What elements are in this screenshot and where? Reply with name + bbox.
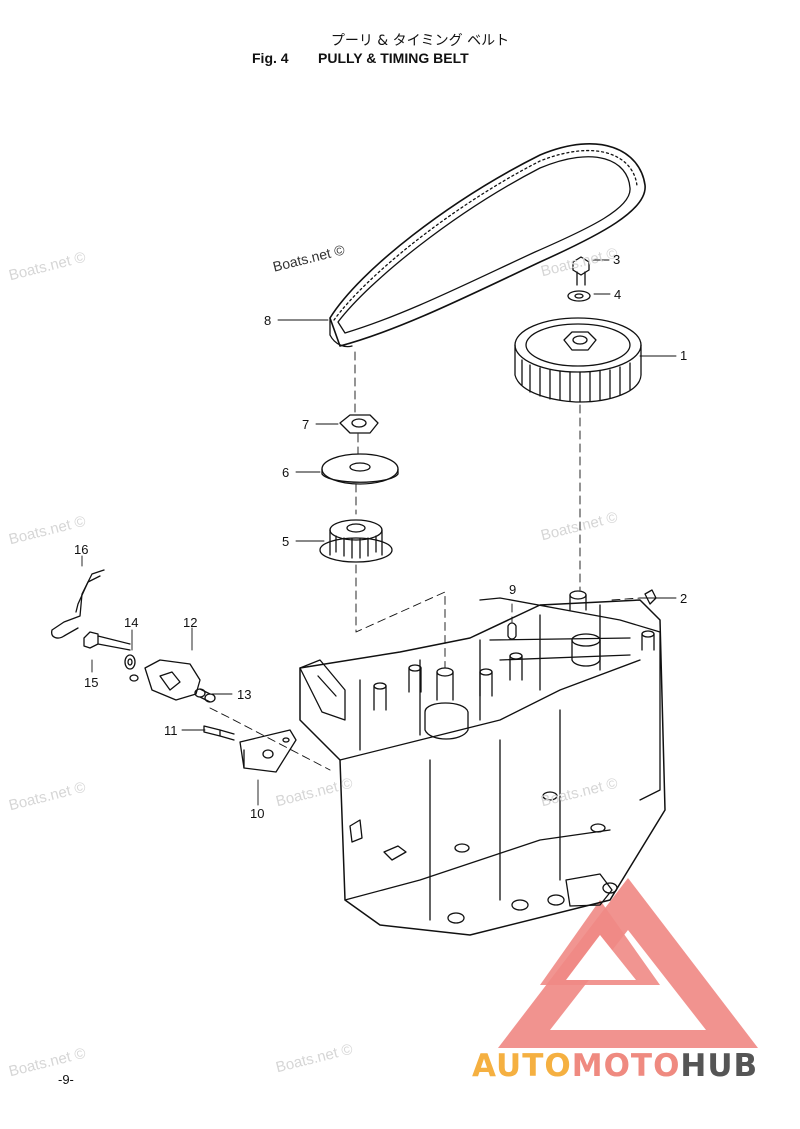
figure-title-text: PULLY & TIMING BELT (318, 50, 469, 66)
callout-13: 13 (237, 687, 252, 702)
bolt-15 (83, 631, 131, 651)
washer-14 (124, 654, 136, 670)
figure-title: Fig. 4 PULLY & TIMING BELT (252, 50, 469, 66)
key-2 (644, 589, 657, 605)
sensor-12 (129, 659, 201, 701)
screw-11 (203, 725, 235, 741)
crank-pulley (319, 519, 393, 563)
figure-number: Fig. 4 (252, 50, 289, 66)
page-number: -9- (58, 1072, 74, 1087)
callout-1: 1 (680, 348, 688, 363)
engine-block (299, 590, 666, 936)
cam-pulley (514, 317, 642, 403)
brand-logo-icon (498, 878, 758, 1048)
bolt-3 (572, 256, 590, 286)
washer-4 (567, 290, 591, 302)
collar-13 (194, 688, 216, 703)
callout-7: 7 (302, 417, 310, 432)
callout-15: 15 (84, 675, 99, 690)
callout-2: 2 (680, 591, 688, 606)
timing-belt (329, 143, 646, 348)
callout-16: 16 (74, 542, 89, 557)
callout-5: 5 (282, 534, 290, 549)
callout-6: 6 (282, 465, 290, 480)
title-japanese: プーリ & タイミング ベルト (330, 33, 510, 49)
callout-8: 8 (264, 313, 272, 328)
dashed-axis-lines (209, 351, 641, 771)
washer-6 (321, 453, 399, 485)
nut-7 (339, 414, 379, 434)
callout-12: 12 (183, 615, 198, 630)
brand-part-hub: HUB (680, 1048, 759, 1084)
callout-9: 9 (509, 582, 517, 597)
bracket-10 (239, 729, 297, 773)
callout-4: 4 (614, 287, 622, 302)
wire-clip-16 (51, 569, 105, 639)
callout-3: 3 (613, 252, 621, 267)
brand-part-auto: AUTO (472, 1048, 572, 1084)
leader-lines (81, 259, 677, 806)
callout-11: 11 (164, 723, 178, 738)
dowel-pin-9 (507, 622, 517, 640)
brand-part-moto: MOTO (571, 1048, 681, 1084)
callout-10: 10 (250, 806, 265, 821)
brand-wordmark: AUTOMOTOHUB (472, 1048, 758, 1084)
callout-14: 14 (124, 615, 139, 630)
